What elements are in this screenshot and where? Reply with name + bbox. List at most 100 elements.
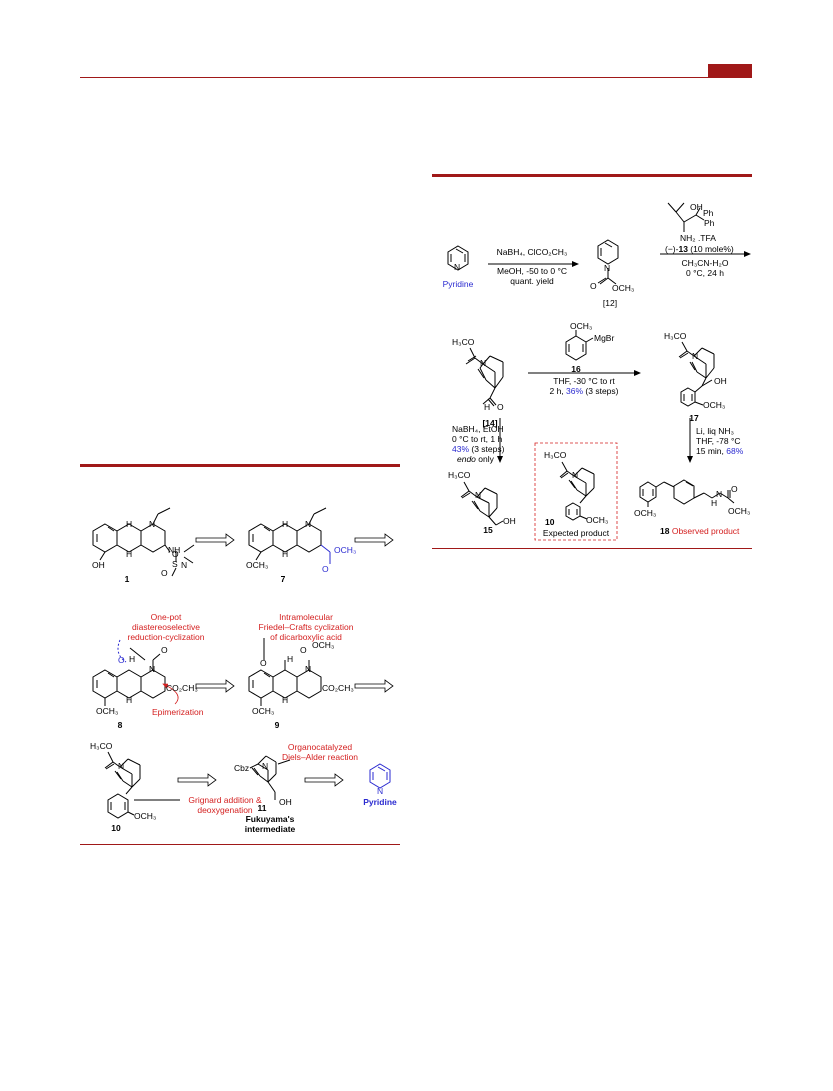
cpd17-label: 17 xyxy=(689,413,699,423)
fig-cpd10-label: 10 xyxy=(111,823,121,833)
cpd10-n: N xyxy=(572,470,579,480)
step1-yield: quant. yield xyxy=(510,276,554,286)
cpd12-o: O xyxy=(590,281,597,291)
cpd10-label: 10 xyxy=(545,517,555,527)
cpd8-h1: H xyxy=(129,654,136,664)
cpd14-n: N xyxy=(480,358,487,368)
compound-8-structure xyxy=(92,653,166,706)
cat-loading: (−)-13 (10 mole%) xyxy=(665,244,734,254)
grignard-16-structure xyxy=(565,330,594,361)
cpd15-n: N xyxy=(475,490,482,500)
cpd18-caption: 18 Observed product xyxy=(660,526,740,536)
retro-arrow-2 xyxy=(354,533,394,547)
retro-arrow-1 xyxy=(195,533,235,547)
cpd14-label: [14] xyxy=(482,418,498,428)
grignard-cond2: 2 h, 36% (3 steps) xyxy=(549,386,619,396)
cpd7-och3a: OCH₃ xyxy=(246,560,269,570)
cpd16-label: 16 xyxy=(571,364,581,374)
compound-11-structure xyxy=(249,755,277,800)
cpd9-n: N xyxy=(305,664,312,674)
cpd8-o2: O xyxy=(161,645,168,655)
cat-nh2: NH₂ .TFA xyxy=(680,233,716,243)
fig-cpd10-och3: OCH₃ xyxy=(134,811,157,821)
cpd8-annotation-2: diastereoselective xyxy=(131,622,201,632)
cpd18-h: H xyxy=(711,498,718,508)
page-tab xyxy=(708,64,752,77)
cpd1-n2: N xyxy=(181,560,188,570)
pyridine-figure-structure xyxy=(369,763,391,789)
epimerization-label: Epimerization xyxy=(152,707,204,717)
cpd1-h1: H xyxy=(126,519,133,529)
reduction-l2: 0 °C to rt, 1 h xyxy=(452,434,503,444)
cpd11-annotation-2: Diels–Alder reaction xyxy=(281,752,359,762)
cpd7-och3b: OCH₃ xyxy=(334,545,357,555)
pyridine-n: N xyxy=(454,262,461,272)
retro-arrow-3 xyxy=(195,679,235,693)
cpd1-label: 1 xyxy=(124,574,130,584)
compound-1-structure xyxy=(92,507,195,577)
scheme-top-rule xyxy=(432,174,752,177)
epimerization-arrow xyxy=(162,683,179,705)
cpd8-o1: O xyxy=(118,655,125,665)
cpd7-h1: H xyxy=(282,519,289,529)
reduction-l1: NaBH₄, EtOH xyxy=(452,424,504,434)
compound-14-structure xyxy=(465,347,504,407)
birch-l3: 15 min, 68% xyxy=(696,446,744,456)
cat-ph2: Ph xyxy=(704,218,715,228)
cat-oh: OH xyxy=(690,202,703,212)
cpd8-h2: H xyxy=(126,695,133,705)
cpd9-label: 9 xyxy=(274,720,280,730)
compound-18-structure xyxy=(639,479,735,507)
cpd1-o1: O xyxy=(161,568,168,578)
cpd14-o: O xyxy=(497,402,504,412)
grignard-annotation-2: deoxygenation xyxy=(197,805,253,815)
cpd15-oh: OH xyxy=(503,516,516,526)
cpd11-caption-1: Fukuyama's xyxy=(245,814,295,824)
grignard-annotation-1: Grignard addition & xyxy=(188,795,262,805)
fig-pyridine-n: N xyxy=(377,786,384,796)
cpd9-h2: H xyxy=(282,695,289,705)
cpd17-n: N xyxy=(692,351,699,361)
scheme-bottom-rule xyxy=(432,548,752,549)
cpd18-o: O xyxy=(731,484,738,494)
cpd9-och3a: OCH₃ xyxy=(312,640,335,650)
compound-12-structure xyxy=(597,239,619,285)
cpd15-h3co: H₃CO xyxy=(448,470,471,480)
compound-7-structure xyxy=(248,507,327,561)
cpd11-annotation-1: Organocatalyzed xyxy=(287,742,353,752)
cpd10-h3co: H₃CO xyxy=(544,450,567,460)
cpd8-annotation-3: reduction-cyclization xyxy=(127,632,205,642)
retro-arrow-4 xyxy=(354,679,394,693)
header-rule xyxy=(80,77,752,78)
scheme-pyridine-structure xyxy=(447,245,469,271)
cat-ph1: Ph xyxy=(703,208,714,218)
cpd8-co2ch3: CO₂CH₃ xyxy=(166,683,198,693)
cat-cond: 0 °C, 24 h xyxy=(686,268,724,278)
fig-pyridine-label: Pyridine xyxy=(363,797,397,807)
step1-solvent: MeOH, -50 to 0 °C xyxy=(496,266,568,276)
cpd14-h3co: H₃CO xyxy=(452,337,475,347)
cpd1-h2: H xyxy=(126,549,133,559)
cpd11-oh: OH xyxy=(279,797,292,807)
cpd16-och3: OCH₃ xyxy=(570,321,593,331)
cpd1-s: S xyxy=(172,559,178,569)
cpd7-n: N xyxy=(305,519,312,529)
pyridine-label: Pyridine xyxy=(442,279,474,289)
cpd7-h2: H xyxy=(282,549,289,559)
birch-l1: Li, liq NH₃ xyxy=(696,426,734,436)
cpd7-o: O xyxy=(322,564,329,574)
cpd8-n: N xyxy=(149,664,156,674)
reduction-l4: endo only xyxy=(457,454,494,464)
dashed-bond-8 xyxy=(117,639,127,663)
cpd8-label: 8 xyxy=(117,720,123,730)
cat-solvent: CH₃CN-H₂O xyxy=(681,258,729,268)
cpd8-annotation-1: One-pot xyxy=(150,612,182,622)
reduction-l3: 43% (3 steps) xyxy=(452,444,505,454)
compound-17-structure xyxy=(678,341,715,407)
grignard-cond1: THF, -30 °C to rt xyxy=(553,376,615,386)
expected-product-box xyxy=(534,442,618,541)
ester-bond-7 xyxy=(320,544,331,553)
cpd9-o2: O xyxy=(300,645,307,655)
catalyst-13-structure xyxy=(667,202,705,232)
